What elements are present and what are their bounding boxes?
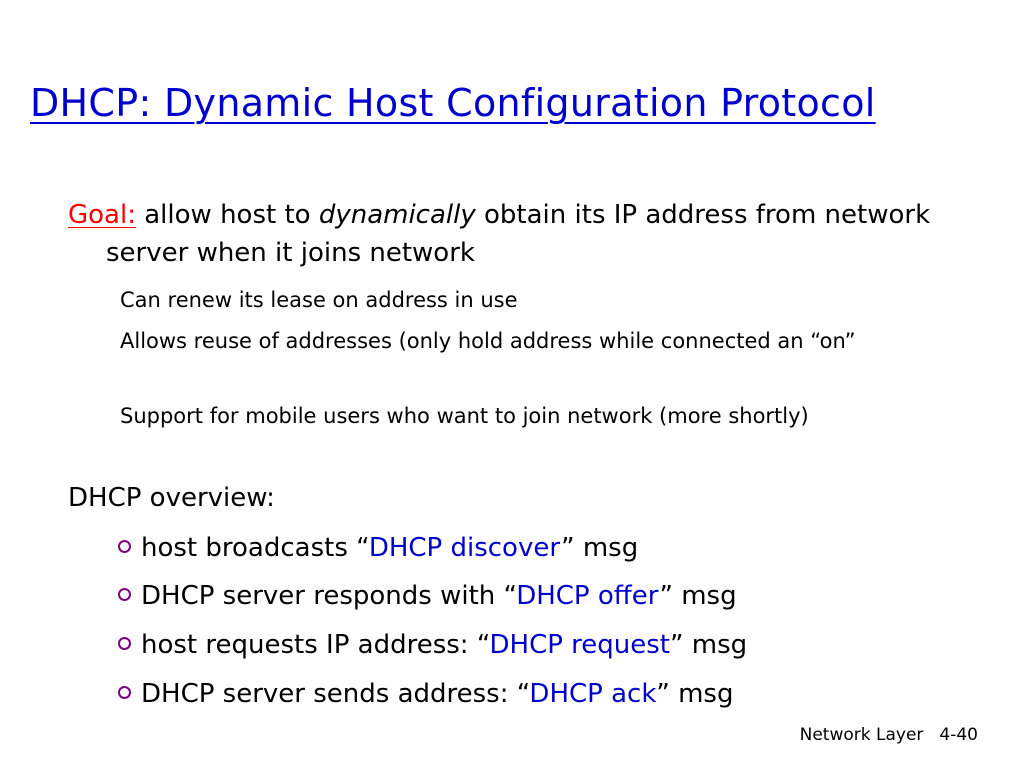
hollow-circle-bullet-icon [118, 540, 131, 553]
bullet-text-before: host broadcasts “ [141, 533, 369, 563]
bullet-request: host requests IP address: “DHCP request”… [118, 626, 747, 664]
footer-page-number: 4-40 [939, 725, 978, 745]
bullet-text-before: DHCP server sends address: “ [141, 679, 530, 709]
bullet-offer: DHCP server responds with “DHCP offer” m… [118, 577, 737, 615]
sub-point-renew-lease: Can renew its lease on address in use [120, 288, 518, 312]
slide-title: DHCP: Dynamic Host Configuration Protoco… [30, 81, 876, 125]
hollow-circle-bullet-icon [118, 588, 131, 601]
message-type-ack: DHCP ack [529, 679, 657, 709]
hollow-circle-bullet-icon [118, 637, 131, 650]
bullet-text-after: ” msg [561, 533, 639, 563]
slide-footer: Network Layer 4-40 [800, 724, 978, 746]
bullet-ack: DHCP server sends address: “DHCP ack” ms… [118, 675, 734, 713]
message-type-offer: DHCP offer [516, 581, 660, 611]
footer-section: Network Layer [799, 725, 924, 745]
bullet-text-after: ” msg [670, 630, 748, 660]
bullet-discover: host broadcasts “DHCP discover” msg [118, 529, 638, 567]
goal-label: Goal: [68, 200, 136, 230]
goal-emphasis: dynamically [318, 200, 476, 230]
goal-text-before: allow host to [135, 200, 319, 230]
goal-text-after: obtain its IP address from network serve… [106, 200, 931, 268]
hollow-circle-bullet-icon [118, 686, 131, 699]
bullet-text-after: ” msg [656, 679, 734, 709]
bullet-text-after: ” msg [659, 581, 737, 611]
goal-paragraph: Goal: allow host to dynamically obtain i… [68, 196, 986, 272]
bullet-text-before: host requests IP address: “ [141, 630, 490, 660]
sub-point-mobile-users: Support for mobile users who want to joi… [120, 404, 809, 428]
bullet-text-before: DHCP server responds with “ [141, 581, 517, 611]
overview-heading: DHCP overview: [68, 483, 275, 513]
message-type-request: DHCP request [489, 630, 671, 660]
sub-point-address-reuse: Allows reuse of addresses (only hold add… [120, 329, 856, 353]
message-type-discover: DHCP discover [368, 533, 562, 563]
